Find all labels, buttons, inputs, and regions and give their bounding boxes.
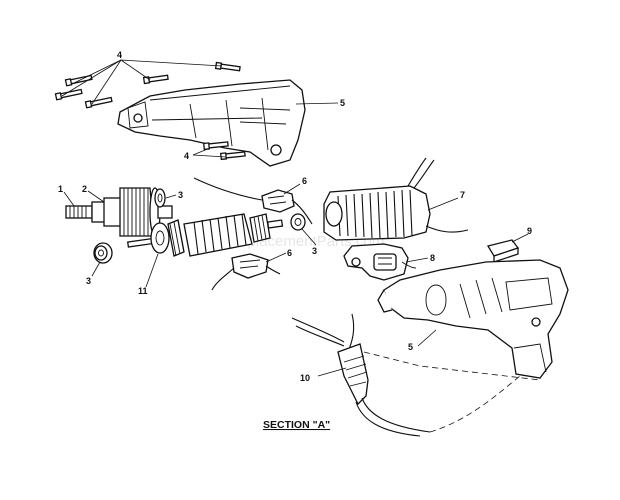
- callout-3-lower: 3: [86, 276, 91, 286]
- brush-holder-lower: [211, 253, 281, 291]
- callout-10: 10: [300, 373, 310, 383]
- housing-half-top: [117, 79, 306, 167]
- gear-assembly: [103, 187, 173, 237]
- callout-leader-3-upper: [165, 194, 177, 199]
- callout-leader-10: [317, 367, 347, 377]
- field-stator: [323, 157, 469, 241]
- callout-leader-7: [427, 197, 459, 211]
- screws-top: [54, 61, 241, 109]
- callout-3-upper: 3: [178, 190, 183, 200]
- callout-leader-11: [145, 253, 159, 288]
- bearing-right: [290, 213, 306, 231]
- callout-leader-8: [405, 257, 429, 263]
- housing-assembled: [377, 259, 569, 379]
- callout-leader-5-top: [295, 102, 339, 105]
- callout-leader-5-right: [417, 329, 437, 347]
- callout-leaders-4-middle: [192, 147, 227, 158]
- callout-leader-3-right: [301, 228, 317, 246]
- callout-3-right: 3: [312, 246, 317, 256]
- callout-6-lower: 6: [287, 248, 292, 258]
- section-caption: SECTION "A": [263, 419, 330, 431]
- callout-9: 9: [527, 226, 532, 236]
- callout-2: 2: [82, 184, 87, 194]
- callout-11: 11: [138, 286, 148, 296]
- callout-leader-6-lower: [265, 252, 287, 263]
- callout-8: 8: [430, 253, 435, 263]
- callout-leader-3-lower: [91, 261, 101, 277]
- callout-6-upper: 6: [302, 176, 307, 186]
- spindle: [65, 201, 107, 223]
- bearing-upper-left: [154, 188, 166, 208]
- screws-middle: [202, 141, 246, 161]
- callout-leader-1: [63, 191, 75, 207]
- switch: [343, 243, 417, 281]
- callout-4-top: 4: [117, 50, 122, 60]
- callout-7: 7: [460, 190, 465, 200]
- armature: [126, 213, 284, 257]
- brush-holder-upper: [193, 177, 313, 225]
- callout-leader-6-upper: [283, 183, 301, 195]
- callout-leaders-4-top: [61, 59, 223, 105]
- callout-leader-9: [511, 233, 529, 243]
- cord-strain-relief: [291, 313, 541, 437]
- callout-labels: 4 5 4 6 1 2 3 7 9 3 6 8 3 11 5 10: [58, 50, 532, 383]
- callout-5-top: 5: [340, 98, 345, 108]
- bearing-lower-left: [93, 242, 113, 264]
- switch-button: [486, 239, 520, 263]
- callout-leader-2: [87, 190, 105, 203]
- callout-1: 1: [58, 184, 63, 194]
- callout-5-right: 5: [408, 342, 413, 352]
- callout-4-middle: 4: [184, 151, 189, 161]
